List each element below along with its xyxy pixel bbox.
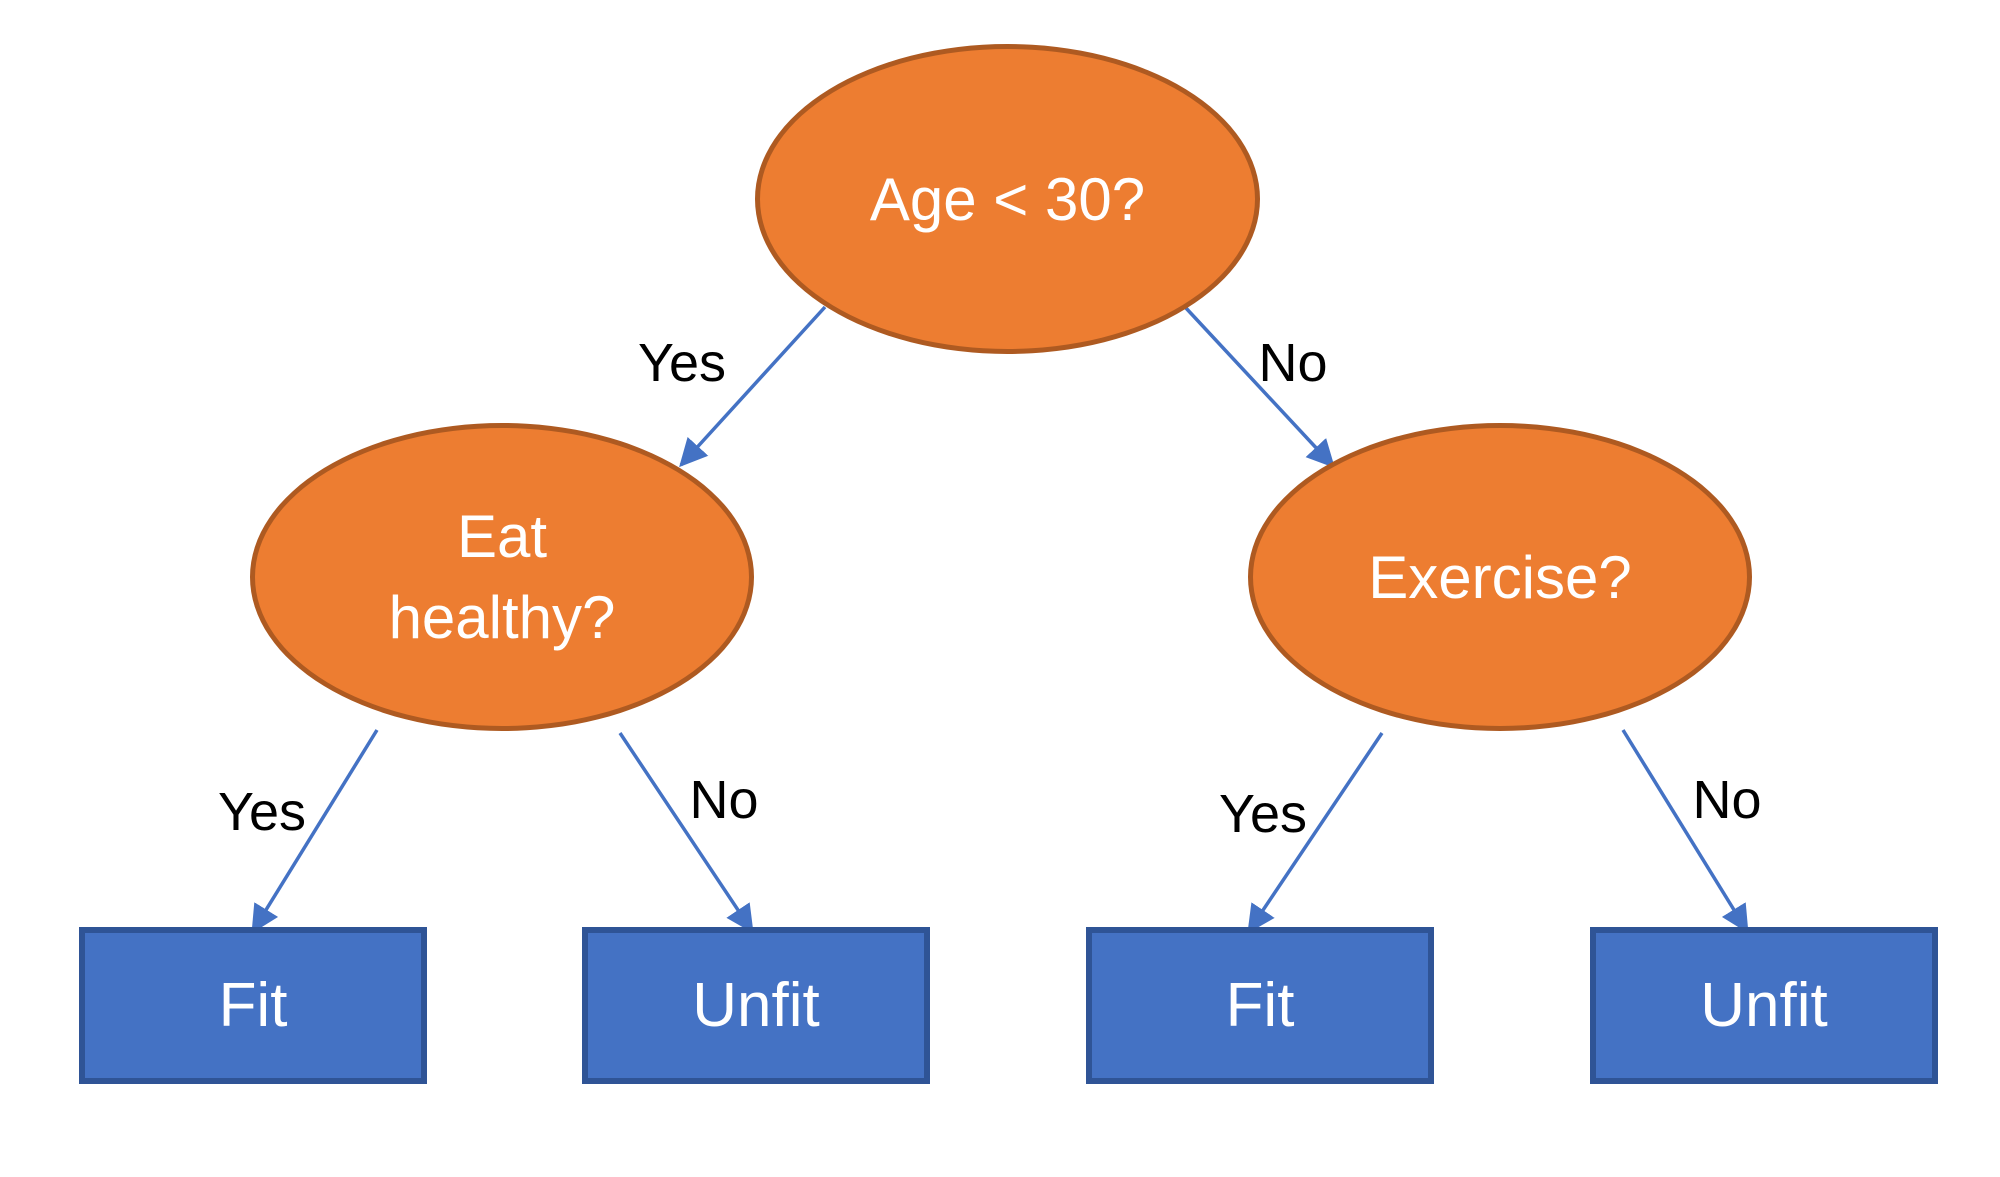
outcome-node-unfit-left: Unfit	[582, 927, 930, 1084]
outcome-node-fit-left-label: Fit	[218, 971, 288, 1040]
edge-age-yes-arrow	[679, 305, 827, 468]
edge-exercise-yes-arrow	[1247, 732, 1384, 934]
edge-age-no-arrow	[1183, 305, 1335, 469]
decision-node-eat-healthy: Eat healthy?	[250, 423, 754, 731]
edge-label-eat-yes: Yes	[217, 782, 307, 842]
edge-label-age-yes: Yes	[637, 333, 727, 393]
outcome-node-unfit-right: Unfit	[1590, 927, 1938, 1084]
edge-label-eat-no: No	[689, 770, 759, 830]
edge-label-age-no: No	[1258, 333, 1328, 393]
decision-node-exercise: Exercise?	[1248, 423, 1752, 731]
edge-eat-no-arrow	[618, 732, 754, 934]
edge-label-exercise-no: No	[1692, 770, 1762, 830]
outcome-node-unfit-left-label: Unfit	[692, 971, 820, 1040]
decision-node-age-label: Age < 30?	[869, 165, 1146, 233]
outcome-node-fit-right-label: Fit	[1225, 971, 1295, 1040]
edge-label-exercise-yes: Yes	[1218, 784, 1308, 844]
outcome-node-fit-right: Fit	[1086, 927, 1434, 1084]
decision-node-eat-healthy-label: Eat healthy?	[388, 503, 616, 651]
decision-node-exercise-label: Exercise?	[1368, 543, 1632, 611]
decision-node-age: Age < 30?	[755, 44, 1260, 354]
outcome-node-unfit-right-label: Unfit	[1700, 971, 1828, 1040]
edge-exercise-no-arrow	[1621, 729, 1749, 934]
outcome-node-fit-left: Fit	[79, 927, 427, 1084]
edge-eat-yes-arrow	[251, 729, 379, 934]
